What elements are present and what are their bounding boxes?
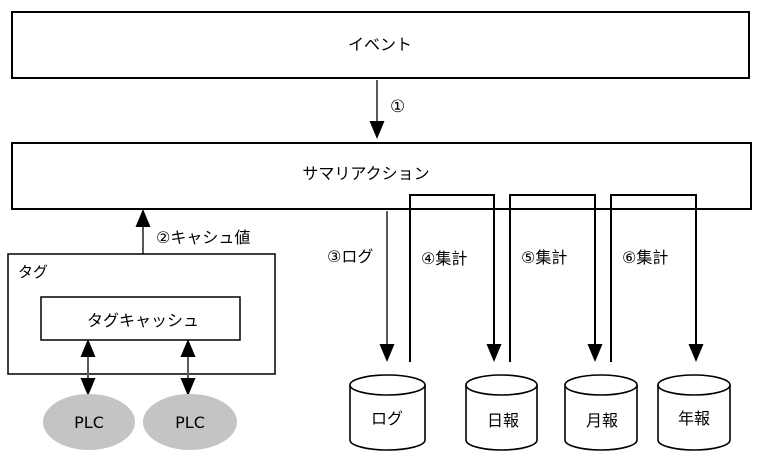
store-monthly-label: 月報	[586, 411, 618, 430]
store-monthly-cylinder: 月報	[564, 374, 638, 451]
store-log-body	[349, 385, 426, 451]
flow4-connector	[409, 194, 495, 362]
tag-group-label: タグ	[18, 263, 48, 281]
arrow3-down-arrowhead-icon	[379, 344, 395, 362]
plc-left-node	[43, 394, 135, 450]
store-daily-cylinder: 日報	[465, 374, 538, 451]
step5-label: ⑤集計	[521, 248, 567, 267]
summary-action-label: サマリアクション	[302, 164, 429, 183]
store-yearly-top	[657, 374, 731, 396]
store-log-cylinder: ログ	[349, 374, 426, 451]
plc-left-down-arrowhead-icon	[80, 378, 96, 396]
store-yearly-cylinder: 年報	[657, 374, 731, 451]
tag-cache-box	[40, 296, 241, 341]
flow6-down-arrowhead-icon	[688, 344, 704, 362]
store-log-label: ログ	[371, 409, 403, 428]
step2-label: ②キャシュ値	[156, 228, 250, 247]
step4-label: ④集計	[421, 249, 467, 268]
flow5-connector	[509, 194, 596, 362]
plc-right-node	[143, 394, 237, 450]
store-yearly-body	[657, 385, 731, 451]
store-monthly-top	[564, 374, 638, 396]
event-box	[11, 11, 750, 79]
store-yearly-label: 年報	[678, 409, 710, 428]
arrow2-up-arrowhead-icon	[135, 209, 151, 227]
store-log-top	[349, 374, 426, 396]
tag-cache-label: タグキャッシュ	[87, 311, 199, 330]
event-box-label: イベント	[348, 35, 412, 54]
arrow1-down-arrowhead-icon	[369, 121, 385, 139]
step3-label: ③ログ	[327, 247, 373, 266]
plc-left-label: PLC	[74, 413, 104, 432]
step1-label: ①	[390, 97, 405, 117]
flow5-down-arrowhead-icon	[587, 344, 603, 362]
summary-action-box	[11, 142, 752, 210]
store-daily-label: 日報	[487, 411, 519, 430]
plc-right-label: PLC	[175, 413, 205, 432]
plc-left-up-arrowhead-icon	[80, 339, 96, 357]
flow6-connector	[610, 194, 697, 362]
step6-label: ⑥集計	[622, 248, 668, 267]
plc-right-up-arrowhead-icon	[180, 339, 196, 357]
flow4-down-arrowhead-icon	[486, 344, 502, 362]
store-daily-body	[465, 385, 538, 451]
store-monthly-body	[564, 385, 638, 451]
store-daily-top	[465, 374, 538, 396]
plc-right-down-arrowhead-icon	[180, 378, 196, 396]
